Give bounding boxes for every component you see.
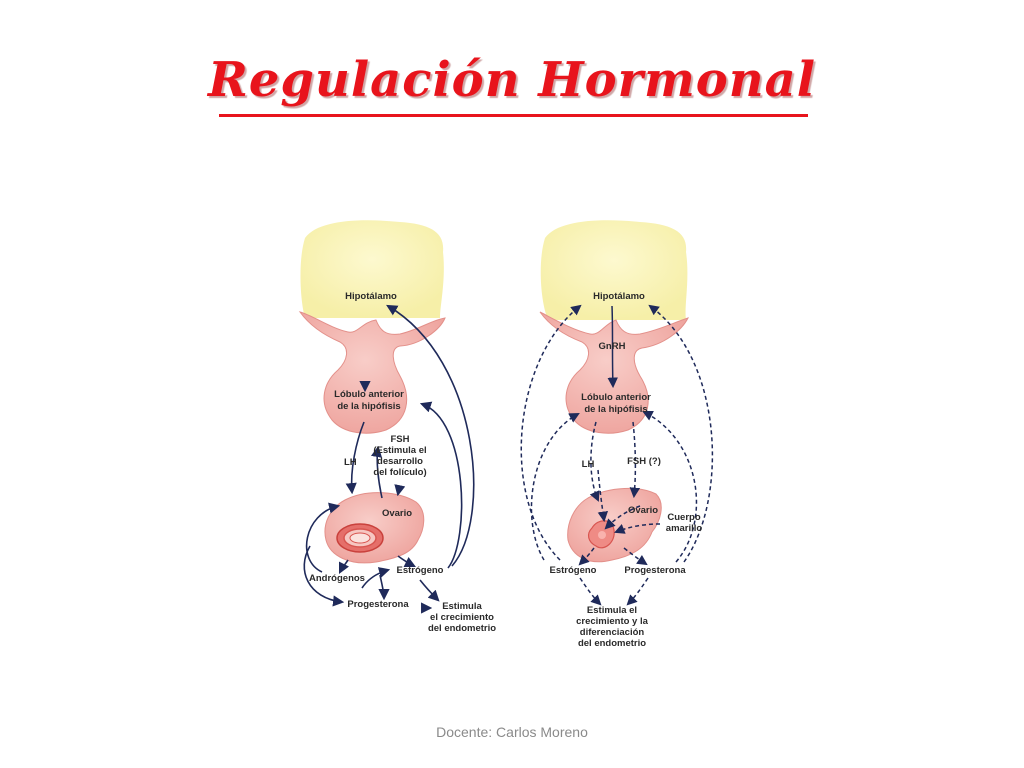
- left-pituitary-label-2: de la hipófisis: [337, 401, 400, 412]
- right-progesterone-label: Progesterona: [624, 565, 686, 576]
- left-pituitary-shape: [298, 311, 446, 434]
- right-effect-label-2: crecimiento y la: [576, 616, 649, 627]
- right-lh-label: LH: [582, 459, 595, 470]
- follicle-icon: [336, 523, 384, 553]
- left-hypothalamus-shape: [300, 220, 444, 318]
- right-pituitary-label-2: de la hipófisis: [584, 404, 647, 415]
- right-pituitary-label-1: Lóbulo anterior: [581, 392, 651, 403]
- right-hypothalamus-shape: [540, 220, 688, 320]
- left-androgens-label: Andrógenos: [309, 573, 365, 584]
- left-fsh-label-1: FSH: [391, 434, 410, 445]
- right-panel: Hipotálamo GnRH Lóbulo anterior de la hi…: [520, 220, 714, 649]
- left-effect-label-3: del endometrio: [428, 623, 496, 634]
- left-effect-label-1: Estimula: [442, 601, 482, 612]
- left-lh-label: LH: [344, 457, 357, 468]
- slide-footer: Docente: Carlos Moreno: [436, 724, 588, 740]
- left-arrows: [303, 304, 475, 614]
- right-gnrh-label: GnRH: [599, 341, 626, 352]
- right-hypothalamus-label: Hipotálamo: [593, 291, 645, 302]
- right-fsh-label: FSH (?): [627, 456, 661, 467]
- right-effect-label-4: del endometrio: [578, 638, 646, 649]
- right-corpus-label-2: amarillo: [666, 523, 703, 534]
- title-underline: [219, 114, 808, 117]
- left-fsh-label-4: del folículo): [373, 467, 426, 478]
- left-estrogen-label: Estrógeno: [397, 565, 444, 576]
- right-corpus-label-1: Cuerpo: [667, 512, 700, 523]
- right-effect-label-1: Estimula el: [587, 605, 637, 616]
- right-estrogen-label: Estrógeno: [550, 565, 597, 576]
- right-arrows: [607, 305, 618, 389]
- left-effect-label-2: el crecimiento: [430, 612, 494, 623]
- left-fsh-label-3: desarrollo: [377, 456, 423, 467]
- left-hypothalamus-label: Hipotálamo: [345, 291, 397, 302]
- right-pituitary-shape: [539, 311, 689, 434]
- left-pituitary-label-1: Lóbulo anterior: [334, 389, 404, 400]
- right-ovary-shape: [567, 487, 662, 563]
- left-ovary-label: Ovario: [382, 508, 412, 519]
- right-ovary-label: Ovario: [628, 505, 658, 516]
- slide-title: Regulación Hormonal: [207, 52, 816, 108]
- right-dashed-arrows: [520, 304, 714, 606]
- right-effect-label-3: diferenciación: [580, 627, 645, 638]
- left-panel: Hipotálamo Lóbulo anterior de la hipófis…: [298, 220, 496, 634]
- left-progesterone-label: Progesterona: [347, 599, 409, 610]
- left-fsh-label-2: (Estimula el: [373, 445, 426, 456]
